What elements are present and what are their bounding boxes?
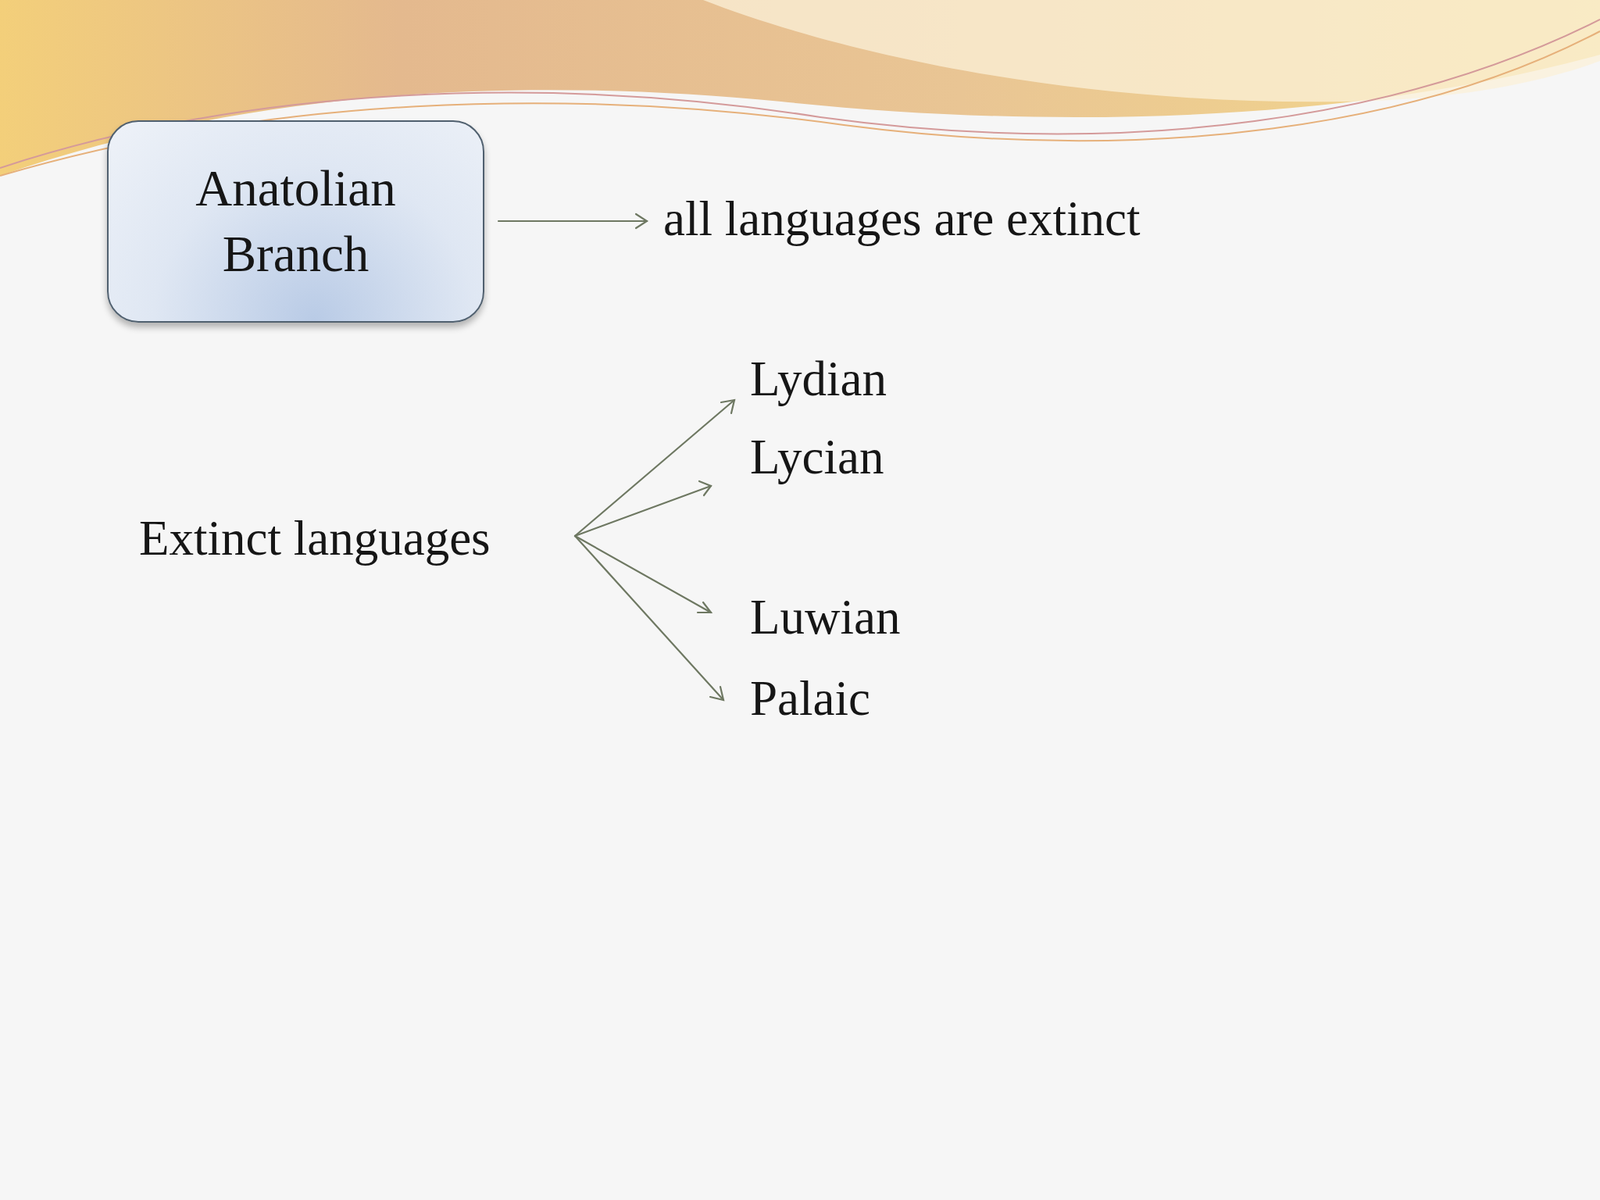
arrow (498, 214, 647, 229)
language-name: Lycian (750, 430, 884, 485)
branch-box: Anatolian Branch (107, 120, 485, 323)
group-label: Extinct languages (139, 511, 491, 566)
arrow (575, 400, 735, 536)
branch-title: Anatolian Branch (130, 156, 461, 286)
arrow (575, 481, 711, 536)
language-name: Palaic (750, 671, 871, 726)
arrow (575, 535, 711, 613)
language-name: Luwian (750, 590, 900, 645)
note-text: all languages are extinct (663, 192, 1140, 247)
language-name: Lydian (750, 352, 887, 407)
arrow (575, 535, 724, 700)
